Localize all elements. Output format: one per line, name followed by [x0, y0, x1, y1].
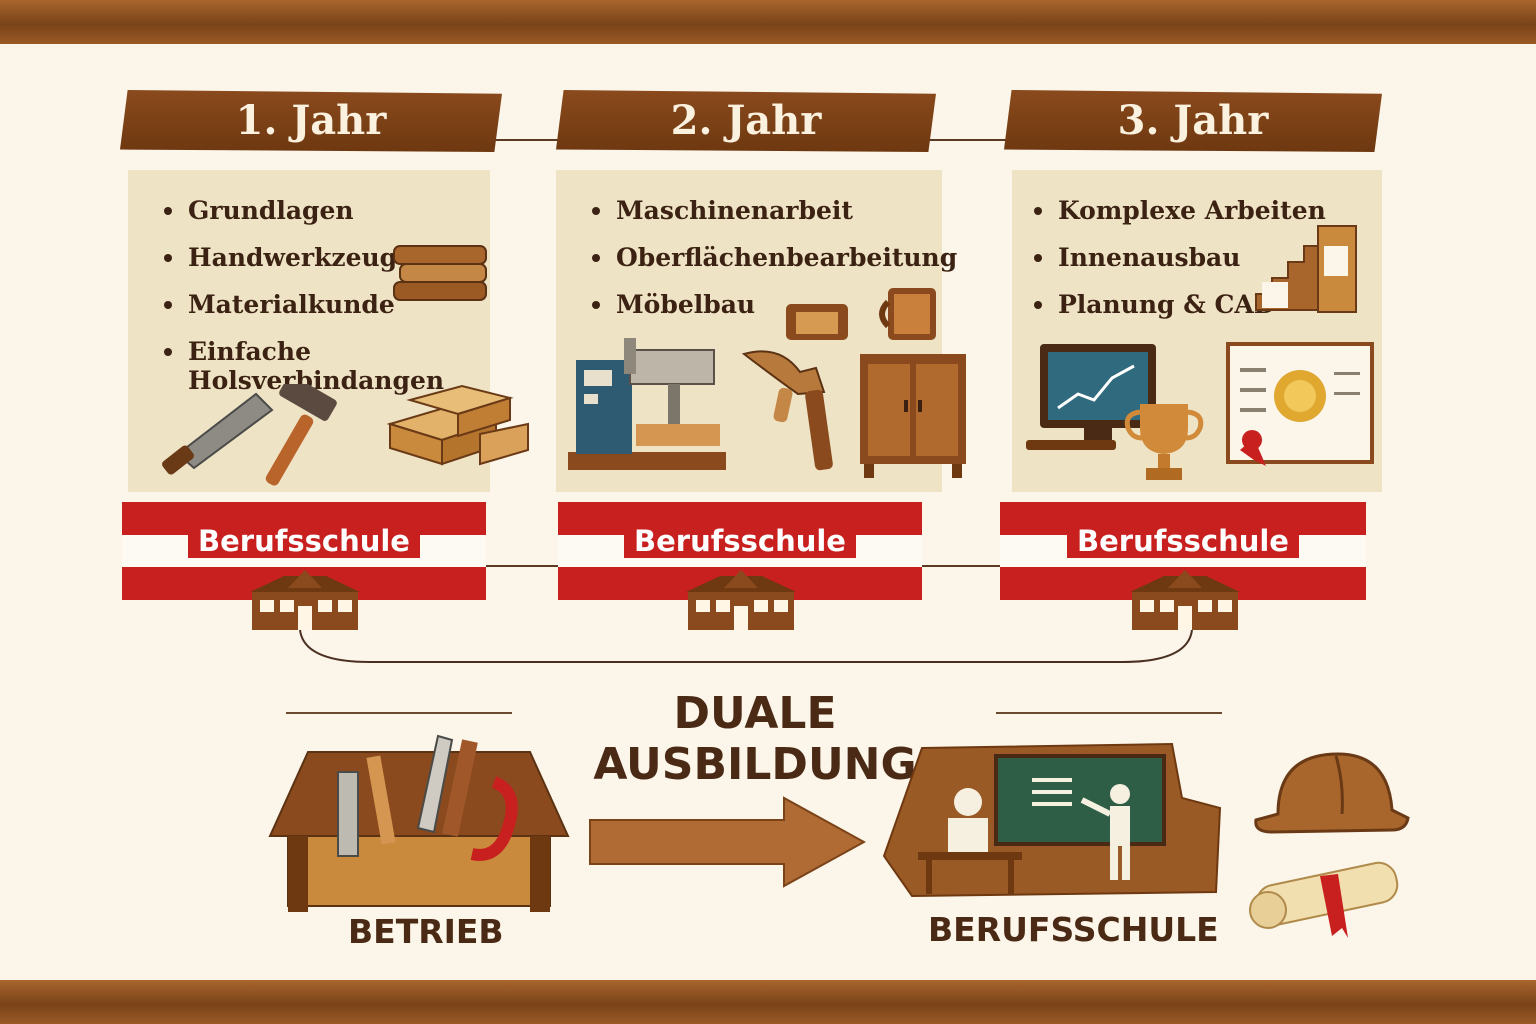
year-2-topic: Oberflächenbearbeitung [590, 243, 957, 290]
wood-box-icon [786, 304, 848, 340]
trophy-icon [1124, 404, 1204, 480]
title-rule-right [996, 712, 1222, 714]
stairs-icon [1255, 225, 1357, 313]
workbench-icon [268, 734, 570, 912]
year-2-school-label: Berufsschule [624, 524, 856, 558]
year-2-topic: Möbelbau [590, 290, 957, 337]
school-house-icon [686, 570, 796, 630]
school-house-icon [1130, 570, 1240, 630]
year-1-topic: Grundlagen [162, 196, 490, 243]
year-3-topic-list: Komplexe Arbeiten Innenausbau Planung & … [1032, 196, 1326, 337]
year-1-title: 1. Jahr [120, 90, 502, 152]
cabinet-icon [860, 354, 966, 478]
year-1-topic: Handwerkzeuge [162, 243, 490, 290]
year-2-topic: Maschinenarbeit [590, 196, 957, 243]
wood-frame-top [0, 0, 1536, 44]
year-2-school-banner: Berufsschule [558, 502, 922, 600]
year-1-school-label: Berufsschule [188, 524, 420, 558]
year-3-title: 3. Jahr [1004, 90, 1382, 152]
connector-line [928, 139, 1008, 141]
year-1-topic-list: Grundlagen Handwerkzeuge Materialkunde E… [162, 196, 490, 395]
arrow-right-icon [589, 796, 866, 888]
vocational-school-label: BERUFSSCHULE [928, 910, 1219, 949]
milling-machine-icon [568, 338, 726, 470]
dual-training-title: DUALE AUSBILDUNG [593, 688, 917, 790]
year-3-topic: Planung & CAD [1032, 290, 1326, 337]
certificate-icon [1226, 342, 1374, 466]
connector-line [484, 565, 558, 567]
year-1-school-banner: Berufsschule [122, 502, 486, 600]
classroom-board-icon [882, 742, 1222, 898]
year-1-panel: Grundlagen Handwerkzeuge Materialkunde E… [128, 170, 490, 492]
year-2-topic-list: Maschinenarbeit Oberflächenbearbeitung M… [590, 196, 957, 337]
diploma-icon [1249, 861, 1399, 938]
wood-blocks-icon [386, 384, 529, 466]
year-3-topic: Innenausbau [1032, 243, 1326, 290]
hammer-icon [265, 384, 337, 486]
connector-line [922, 565, 1002, 567]
helmet-icon [1254, 752, 1410, 834]
company-label: BETRIEB [348, 912, 504, 951]
mug-icon [879, 288, 936, 340]
title-rule-left [286, 712, 512, 714]
wood-planks-icon [393, 245, 487, 301]
year-3-topic: Komplexe Arbeiten [1032, 196, 1326, 243]
drill-icon [741, 350, 833, 471]
wood-frame-bottom [0, 980, 1536, 1024]
saw-icon [162, 392, 274, 475]
year-2-title: 2. Jahr [556, 90, 936, 152]
year-1-topic: Einfache Holsverbindangen [162, 337, 490, 395]
year-1-topic: Materialkunde [162, 290, 490, 337]
school-connector-curve [299, 629, 1193, 663]
connector-line [494, 139, 564, 141]
monitor-chart-icon [1026, 344, 1156, 450]
year-3-school-label: Berufsschule [1067, 524, 1299, 558]
school-house-icon [250, 570, 360, 630]
